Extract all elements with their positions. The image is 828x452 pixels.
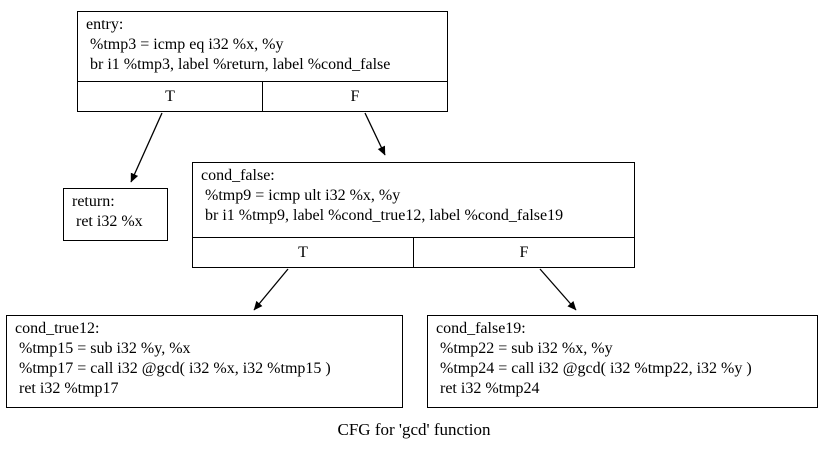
edge-entry-false-to-cond-false bbox=[364, 112, 386, 156]
node-cond-false-ports: T F bbox=[193, 237, 634, 267]
node-entry-instruction: br i1 %tmp3, label %return, label %cond_… bbox=[86, 56, 391, 73]
node-cond-true12: cond_true12: %tmp15 = sub i32 %y, %x %tm… bbox=[6, 315, 403, 408]
edge-cond-false-false-to-cond-false19 bbox=[539, 268, 577, 311]
node-cond-false19-title: cond_false19: bbox=[436, 320, 526, 337]
node-cond-true12-body: cond_true12: %tmp15 = sub i32 %y, %x %tm… bbox=[7, 316, 402, 407]
node-entry-ports: T F bbox=[78, 81, 447, 111]
node-entry-instruction: %tmp3 = icmp eq i32 %x, %y bbox=[86, 36, 284, 53]
node-entry-false-port: F bbox=[262, 82, 447, 111]
node-cond-false: cond_false: %tmp9 = icmp ult i32 %x, %y … bbox=[192, 162, 635, 268]
node-cond-true12-instruction: ret i32 %tmp17 bbox=[15, 380, 119, 397]
node-cond-false19: cond_false19: %tmp22 = sub i32 %x, %y %t… bbox=[427, 315, 818, 408]
graph-caption: CFG for 'gcd' function bbox=[337, 420, 491, 439]
node-cond-false-true-port: T bbox=[298, 243, 308, 261]
node-return-title: return: bbox=[72, 193, 115, 210]
node-cond-false-instruction: br i1 %tmp9, label %cond_true12, label %… bbox=[201, 207, 564, 224]
node-cond-false19-instruction: %tmp24 = call i32 @gcd( i32 %tmp22, i32 … bbox=[436, 360, 752, 377]
node-cond-false-false-port: F bbox=[413, 238, 634, 267]
node-cond-false19-instruction: %tmp22 = sub i32 %x, %y bbox=[436, 340, 613, 357]
node-cond-true12-title: cond_true12: bbox=[15, 320, 100, 337]
node-return: return: ret i32 %x bbox=[63, 188, 168, 241]
node-entry-title: entry: bbox=[86, 16, 124, 33]
node-cond-false-instruction: %tmp9 = icmp ult i32 %x, %y bbox=[201, 187, 401, 204]
node-return-instruction: ret i32 %x bbox=[72, 213, 143, 230]
node-cond-false19-body: cond_false19: %tmp22 = sub i32 %x, %y %t… bbox=[428, 316, 817, 407]
node-cond-false-body: cond_false: %tmp9 = icmp ult i32 %x, %y … bbox=[193, 163, 634, 237]
node-entry-body: entry: %tmp3 = icmp eq i32 %x, %y br i1 … bbox=[78, 12, 447, 81]
node-cond-true12-instruction: %tmp15 = sub i32 %y, %x bbox=[15, 340, 191, 357]
edge-entry-true-to-return bbox=[130, 112, 163, 183]
node-cond-false-title: cond_false: bbox=[201, 167, 275, 184]
node-cond-false19-instruction: ret i32 %tmp24 bbox=[436, 380, 540, 397]
node-entry: entry: %tmp3 = icmp eq i32 %x, %y br i1 … bbox=[77, 11, 448, 112]
edge-cond-false-true-to-cond-true12 bbox=[253, 268, 289, 311]
node-cond-true12-instruction: %tmp17 = call i32 @gcd( i32 %x, i32 %tmp… bbox=[15, 360, 331, 377]
node-return-body: return: ret i32 %x bbox=[64, 189, 167, 240]
node-entry-true-port: T bbox=[165, 87, 175, 105]
